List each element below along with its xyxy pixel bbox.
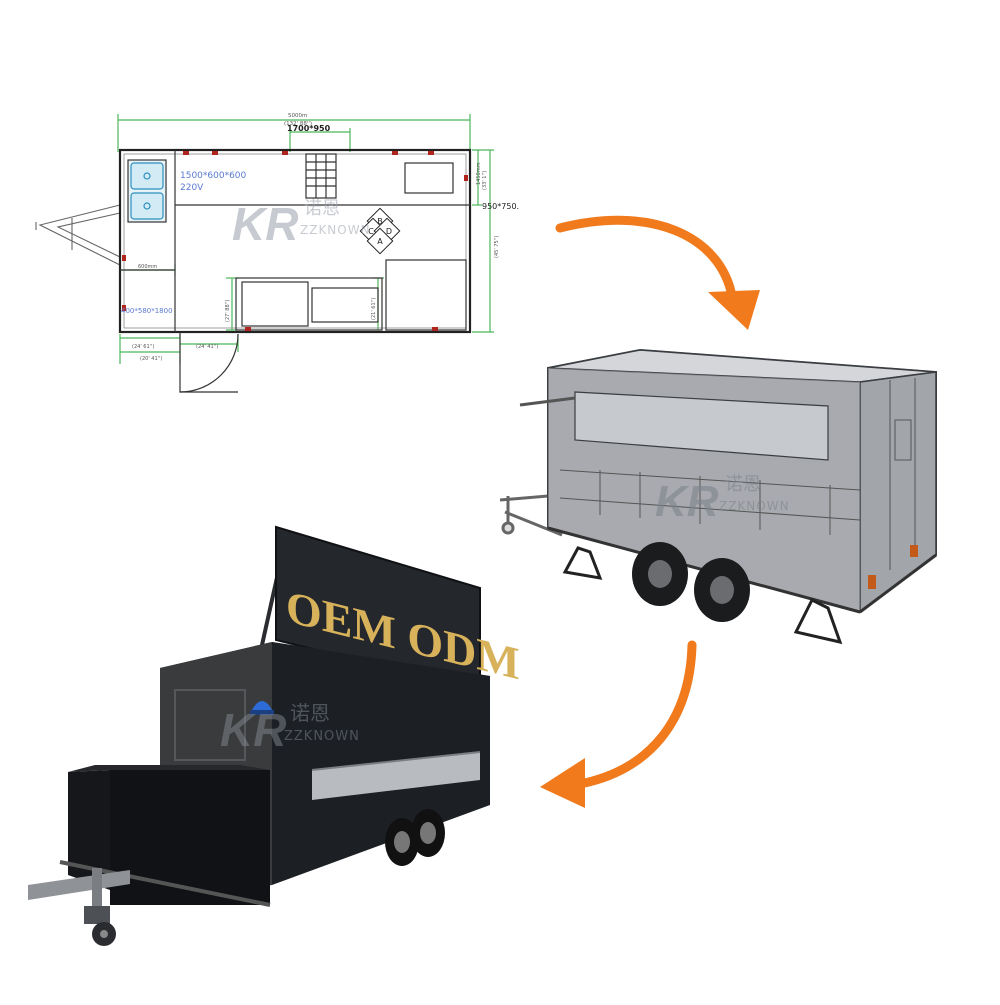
compass-letters: B C D A (368, 217, 392, 246)
model-wheels (632, 542, 750, 622)
sink-size-label: 1500*600*600 (180, 171, 247, 181)
blueprint-interior (120, 150, 470, 393)
finished-trailer-photo: OEM ODM (28, 525, 520, 946)
dim-right-top-label: (33' 1'') (482, 171, 488, 190)
dim-left-low-label: 600mm (138, 264, 157, 270)
curved-arrow-down-left-icon (540, 640, 697, 808)
watermark-model: KR 诺恩 ZZKNOWN (655, 474, 790, 526)
dimension-labels: 5000m (132' 88'') 1700*950 950*750. (33'… (121, 113, 519, 362)
watermark-brand-cn: 诺恩 (304, 198, 340, 219)
floor-plan-blueprint: B C D A 5000m (132' 88'') 1700*950 950*7… (35, 113, 519, 393)
dim-total-label: 5000m (288, 113, 307, 119)
voltage-label: 220V (180, 183, 204, 193)
watermark-brand-cn: 诺恩 (725, 474, 761, 495)
dim-top-label: 1700*950 (287, 124, 331, 133)
curved-arrow-down-right-icon (555, 215, 760, 330)
dim-total-sub-label: (132' 88'') (284, 121, 312, 127)
compass-letter-b: B (377, 217, 383, 226)
watermark-trailer: KR 诺恩 ZZKNOWN (220, 701, 360, 756)
compass-letter-d: D (386, 227, 392, 236)
watermark-logo: KR (655, 477, 719, 526)
watermark-blueprint: KR 诺恩 ZZKNOWN (232, 198, 371, 250)
watermark-brand-en: ZZKNOWN (719, 499, 790, 513)
model-stabilizer-jacks (562, 546, 843, 645)
blueprint-outer-wall (118, 148, 472, 334)
dim-mid-label: 1450mm (476, 162, 482, 185)
dim-bottom-a-label: (24' 61'') (132, 344, 154, 350)
watermark-brand-en: ZZKNOWN (284, 729, 360, 744)
trailer-tongue-jack (28, 868, 130, 946)
dim-right-label: 950*750. (482, 202, 519, 211)
dim-right-mid-label: (45' 75'') (494, 236, 500, 258)
dim-counter-label: (21' 61'') (371, 298, 377, 320)
trailer-3d-model: KR 诺恩 ZZKNOWN (499, 348, 937, 645)
trailer-wheels (385, 809, 445, 866)
watermark-logo: KR (232, 198, 298, 250)
blueprint-compass-icon (359, 207, 401, 255)
watermark-logo: KR (220, 704, 286, 756)
blueprint-electrical-fixtures (122, 151, 468, 331)
model-interior-lines (559, 378, 916, 570)
dim-bottom-c-label: (24' 41'') (196, 344, 218, 350)
compass-letter-a: A (377, 237, 383, 246)
dim-left-bottom-label: 400*580*1800 (121, 307, 173, 315)
compass-letter-c: C (368, 227, 374, 236)
blue-beacon-icon (250, 701, 274, 715)
watermark-brand-cn: 诺恩 (290, 701, 330, 725)
blueprint-tow-hitch (35, 204, 121, 266)
dim-bottom-b-label: (20' 41'') (140, 356, 162, 362)
watermark-brand-en: ZZKNOWN (300, 223, 371, 237)
blueprint-spec-text: 1500*600*600 220V (180, 171, 247, 193)
dim-mid-vertical-label: (27' 88'') (225, 300, 231, 322)
